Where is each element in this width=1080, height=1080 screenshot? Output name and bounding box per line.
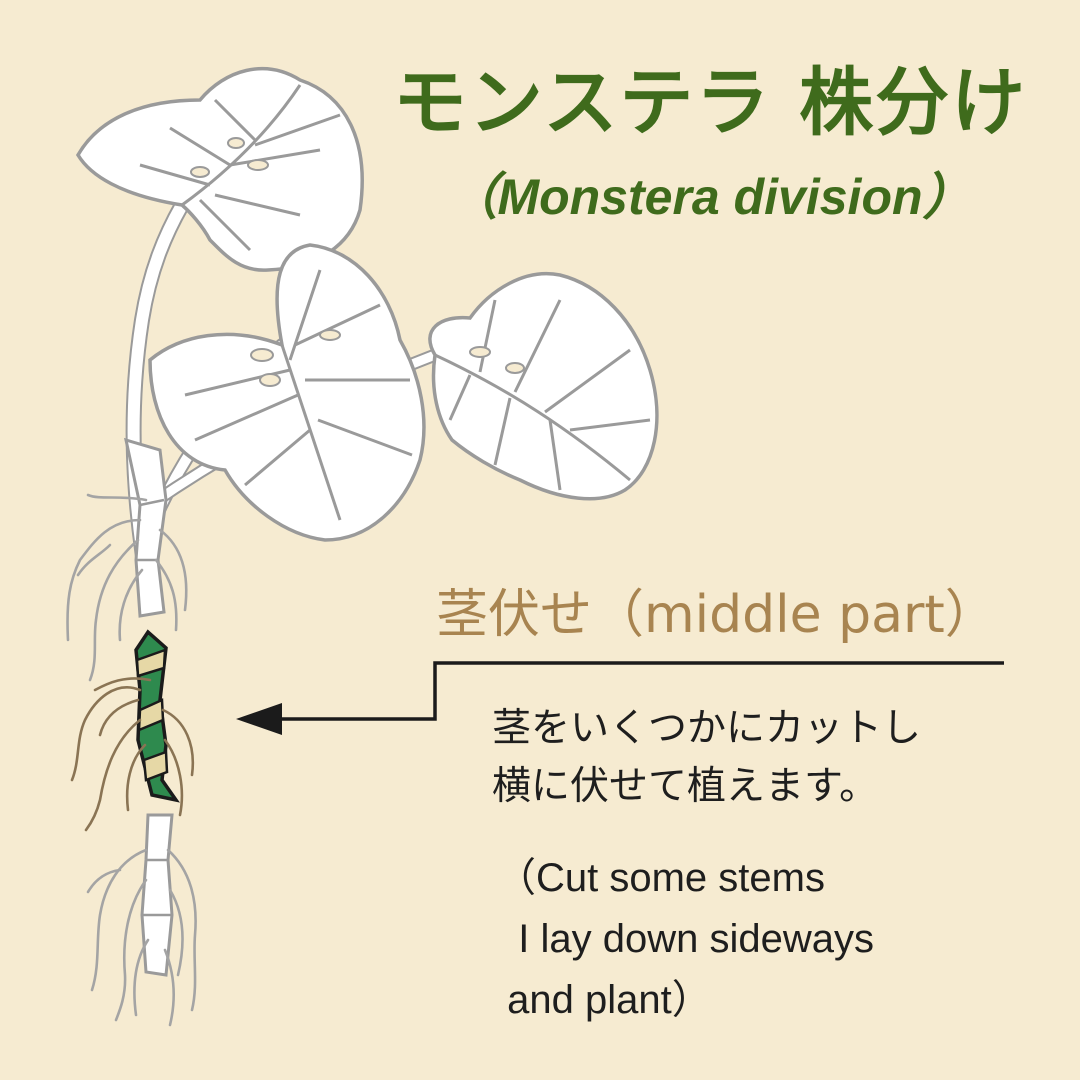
- description-en-line: I lay down sideways: [496, 909, 874, 970]
- description-ja-line: 横に伏せて植えます。: [492, 758, 921, 816]
- description-japanese: 茎をいくつかにカットし 横に伏せて植えます。: [492, 700, 921, 816]
- description-en-line: （Cut some stems: [496, 848, 874, 909]
- monstera-leaf-icon: [430, 274, 657, 499]
- middle-roots: [72, 678, 193, 830]
- description-ja-line: 茎をいくつかにカットし: [492, 700, 921, 758]
- description-english: （Cut some stems I lay down sideways and …: [496, 848, 874, 1031]
- section-heading: 茎伏せ（middle part）: [436, 586, 997, 646]
- arrow-left-icon: [236, 703, 282, 735]
- monstera-leaf-icon: [150, 245, 424, 540]
- top-roots: [68, 495, 187, 680]
- bottom-roots: [88, 850, 196, 1025]
- page-subtitle: （Monstera division）: [400, 170, 1020, 225]
- page-title: モンステラ 株分け: [380, 66, 1040, 140]
- stem-segment-middle-icon: [136, 632, 176, 800]
- monstera-leaf-icon: [78, 69, 362, 270]
- description-en-line: and plant）: [496, 970, 874, 1031]
- stem-segment-bottom-icon: [142, 815, 172, 975]
